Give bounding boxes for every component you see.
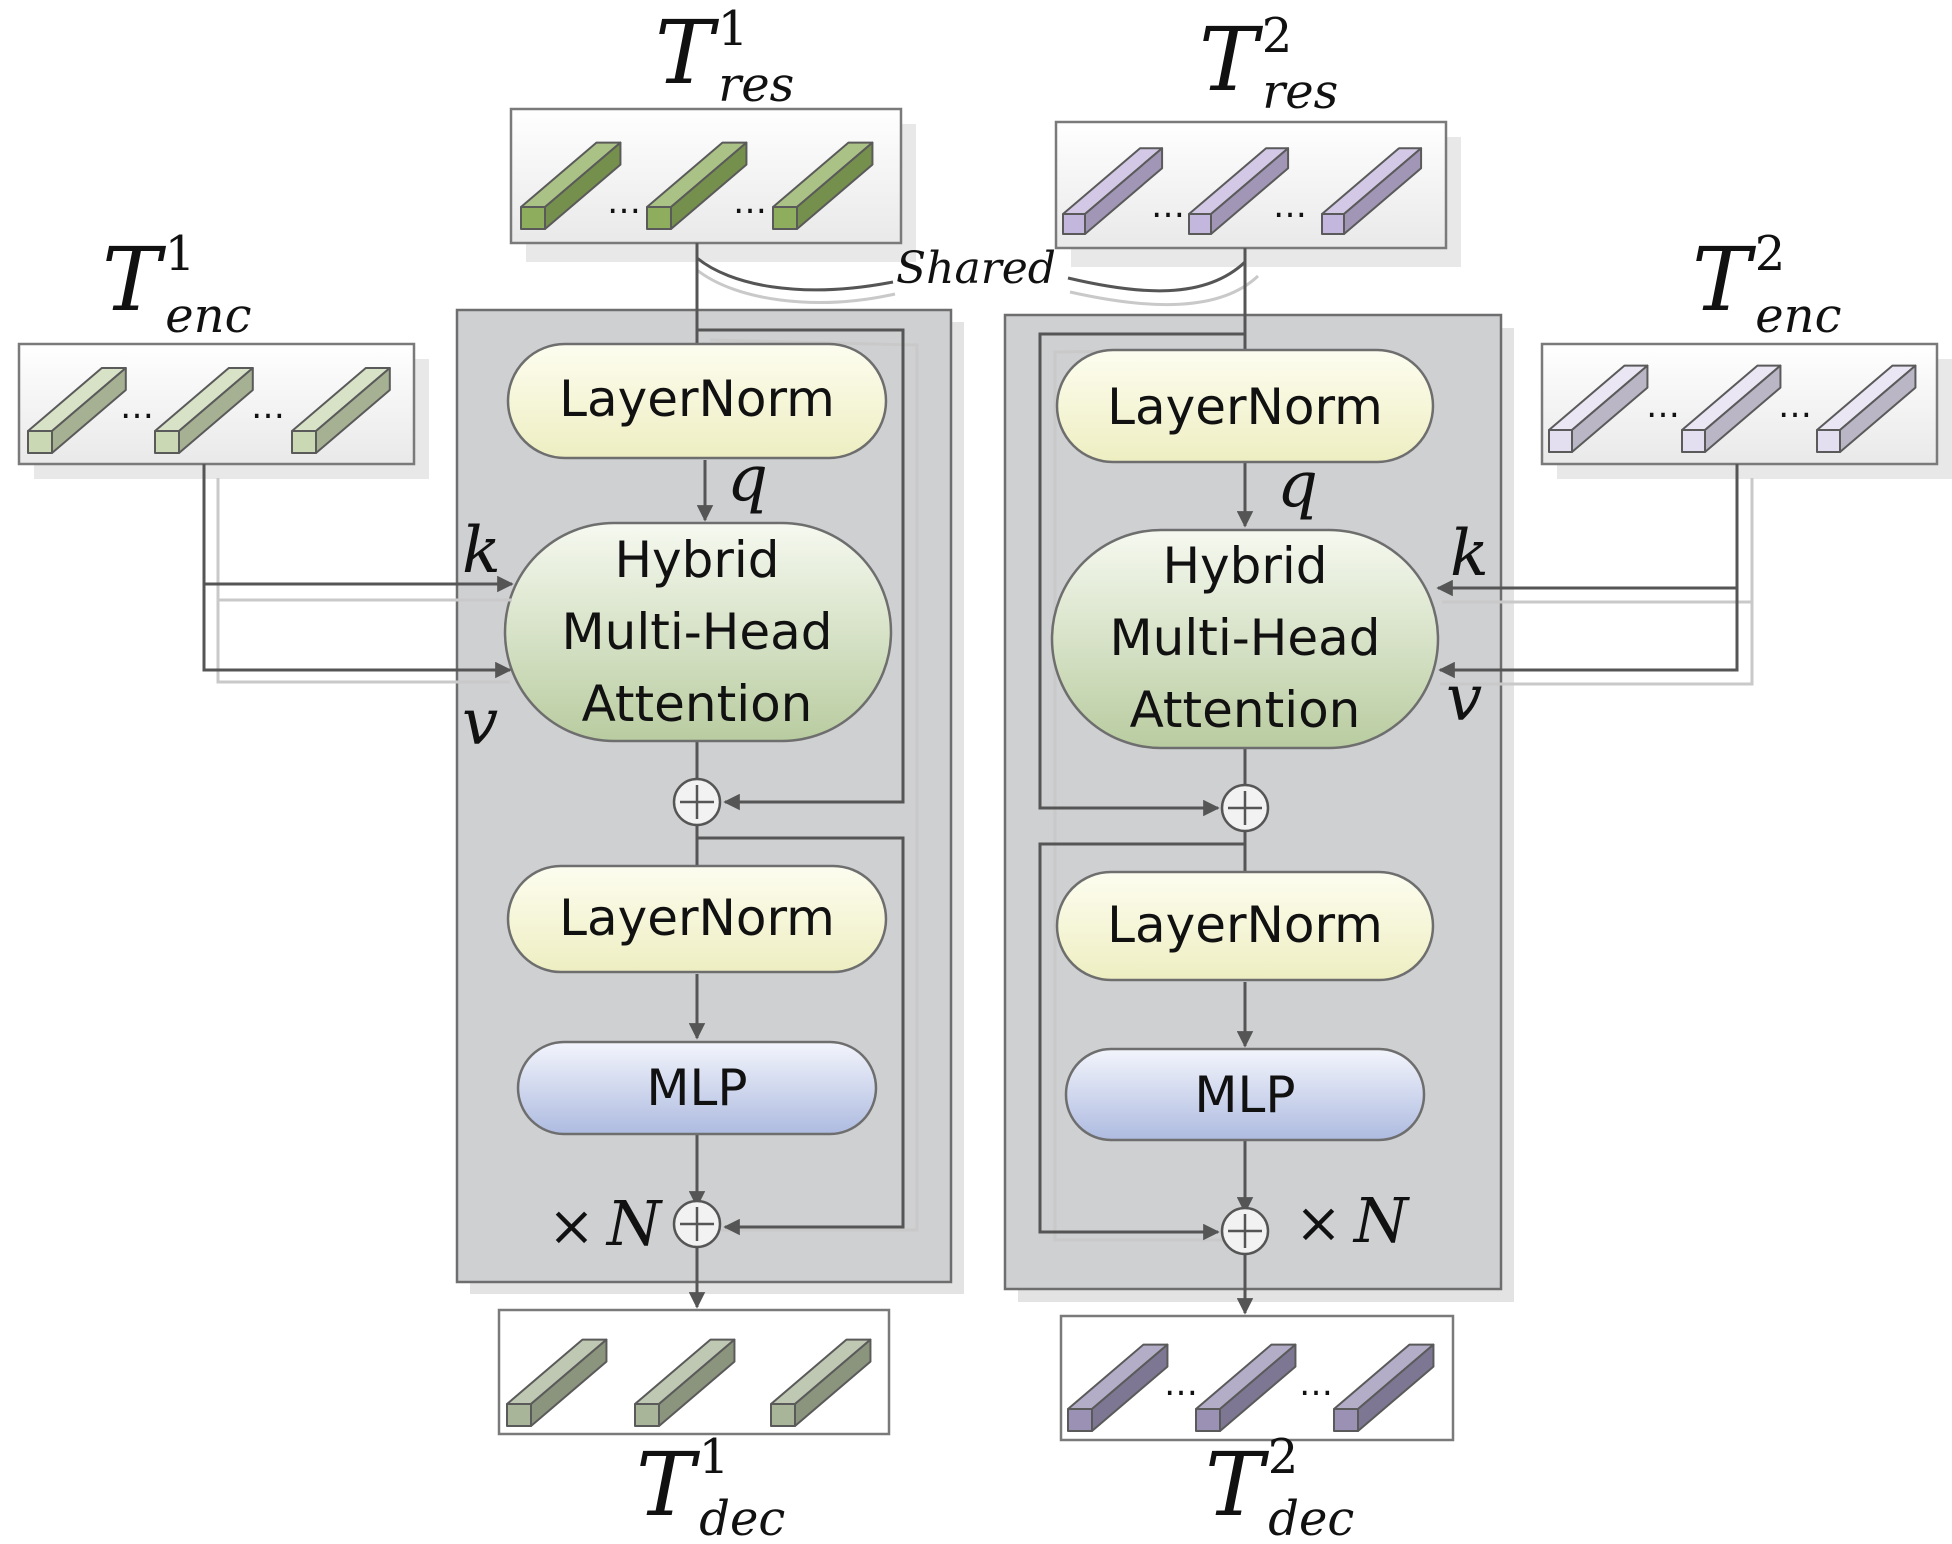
svg-text:MLP: MLP <box>646 1059 747 1117</box>
ellipsis: … <box>1273 186 1307 226</box>
token-prism <box>646 141 748 230</box>
token-prism <box>154 367 254 454</box>
svg-text:Attention: Attention <box>1130 681 1361 739</box>
token-group-enc-2: … … <box>1540 342 1952 479</box>
k-label: k <box>462 514 501 588</box>
attention-block <box>503 521 893 743</box>
ellipsis: … <box>1778 386 1812 426</box>
token-group-dec-2: … … <box>1059 1314 1455 1442</box>
layernorm-block <box>506 864 888 974</box>
layernorm-block <box>1055 870 1435 982</box>
token-prism <box>1321 147 1423 235</box>
token-prism <box>1062 147 1164 235</box>
layernorm-block <box>1055 348 1435 464</box>
mlp-block <box>1064 1047 1426 1142</box>
token-group-enc-1: … … <box>17 342 429 479</box>
add-node <box>672 777 722 827</box>
ellipsis: … <box>120 387 154 427</box>
svg-text:Multi-Head: Multi-Head <box>1110 609 1381 667</box>
ellipsis: … <box>251 387 285 427</box>
token-group-dec-1 <box>497 1308 891 1436</box>
times-n-label: ×N <box>1295 1184 1411 1257</box>
svg-text:LayerNorm: LayerNorm <box>559 370 835 428</box>
v-label: v <box>1446 662 1482 736</box>
ellipsis: … <box>733 182 767 222</box>
v-label: v <box>462 686 498 760</box>
token-prism <box>1548 364 1649 453</box>
token-prism <box>1195 1343 1297 1432</box>
token-prism <box>1188 147 1290 235</box>
ellipsis: … <box>1299 1364 1333 1404</box>
token-prism <box>27 367 127 454</box>
svg-text:LayerNorm: LayerNorm <box>559 889 835 947</box>
shared-label: Shared <box>896 243 1056 294</box>
times-n-label: ×N <box>548 1187 664 1260</box>
svg-text:Multi-Head: Multi-Head <box>562 603 833 661</box>
decoder-block-2: LayerNorm Hybrid Multi-Head Attention La… <box>1003 248 1514 1315</box>
q-label: q <box>1277 448 1318 522</box>
ellipsis: … <box>1151 186 1185 226</box>
token-prism <box>1816 364 1917 453</box>
mlp-block <box>516 1040 878 1136</box>
add-node <box>672 1199 722 1249</box>
svg-text:Hybrid: Hybrid <box>614 531 779 589</box>
token-prism <box>1681 364 1782 453</box>
svg-text:Hybrid: Hybrid <box>1162 537 1327 595</box>
shared-brace: Shared <box>696 243 1260 307</box>
token-prism <box>770 1338 872 1427</box>
token-group-res-2: … … <box>1054 120 1461 267</box>
token-group-res-1: … … <box>509 107 916 262</box>
decoder-block-1: LayerNorm Hybrid Multi-Head Attention La… <box>455 243 964 1309</box>
ellipsis: … <box>1164 1364 1198 1404</box>
token-prism <box>520 141 622 230</box>
token-prism <box>506 1338 608 1427</box>
svg-text:MLP: MLP <box>1194 1066 1295 1124</box>
ellipsis: … <box>1646 386 1680 426</box>
token-prism <box>772 141 874 230</box>
attention-block <box>1050 528 1440 750</box>
token-prism <box>1333 1343 1435 1432</box>
token-prism <box>291 367 391 454</box>
k-label: k <box>1450 517 1489 591</box>
token-prism <box>1067 1343 1169 1432</box>
layernorm-block <box>506 342 888 460</box>
token-prism <box>634 1338 736 1427</box>
add-node <box>1220 1206 1270 1256</box>
q-label: q <box>727 442 768 516</box>
svg-text:LayerNorm: LayerNorm <box>1107 378 1383 436</box>
add-node <box>1220 783 1270 833</box>
svg-text:Attention: Attention <box>582 675 813 733</box>
svg-text:LayerNorm: LayerNorm <box>1107 896 1383 954</box>
ellipsis: … <box>607 182 641 222</box>
